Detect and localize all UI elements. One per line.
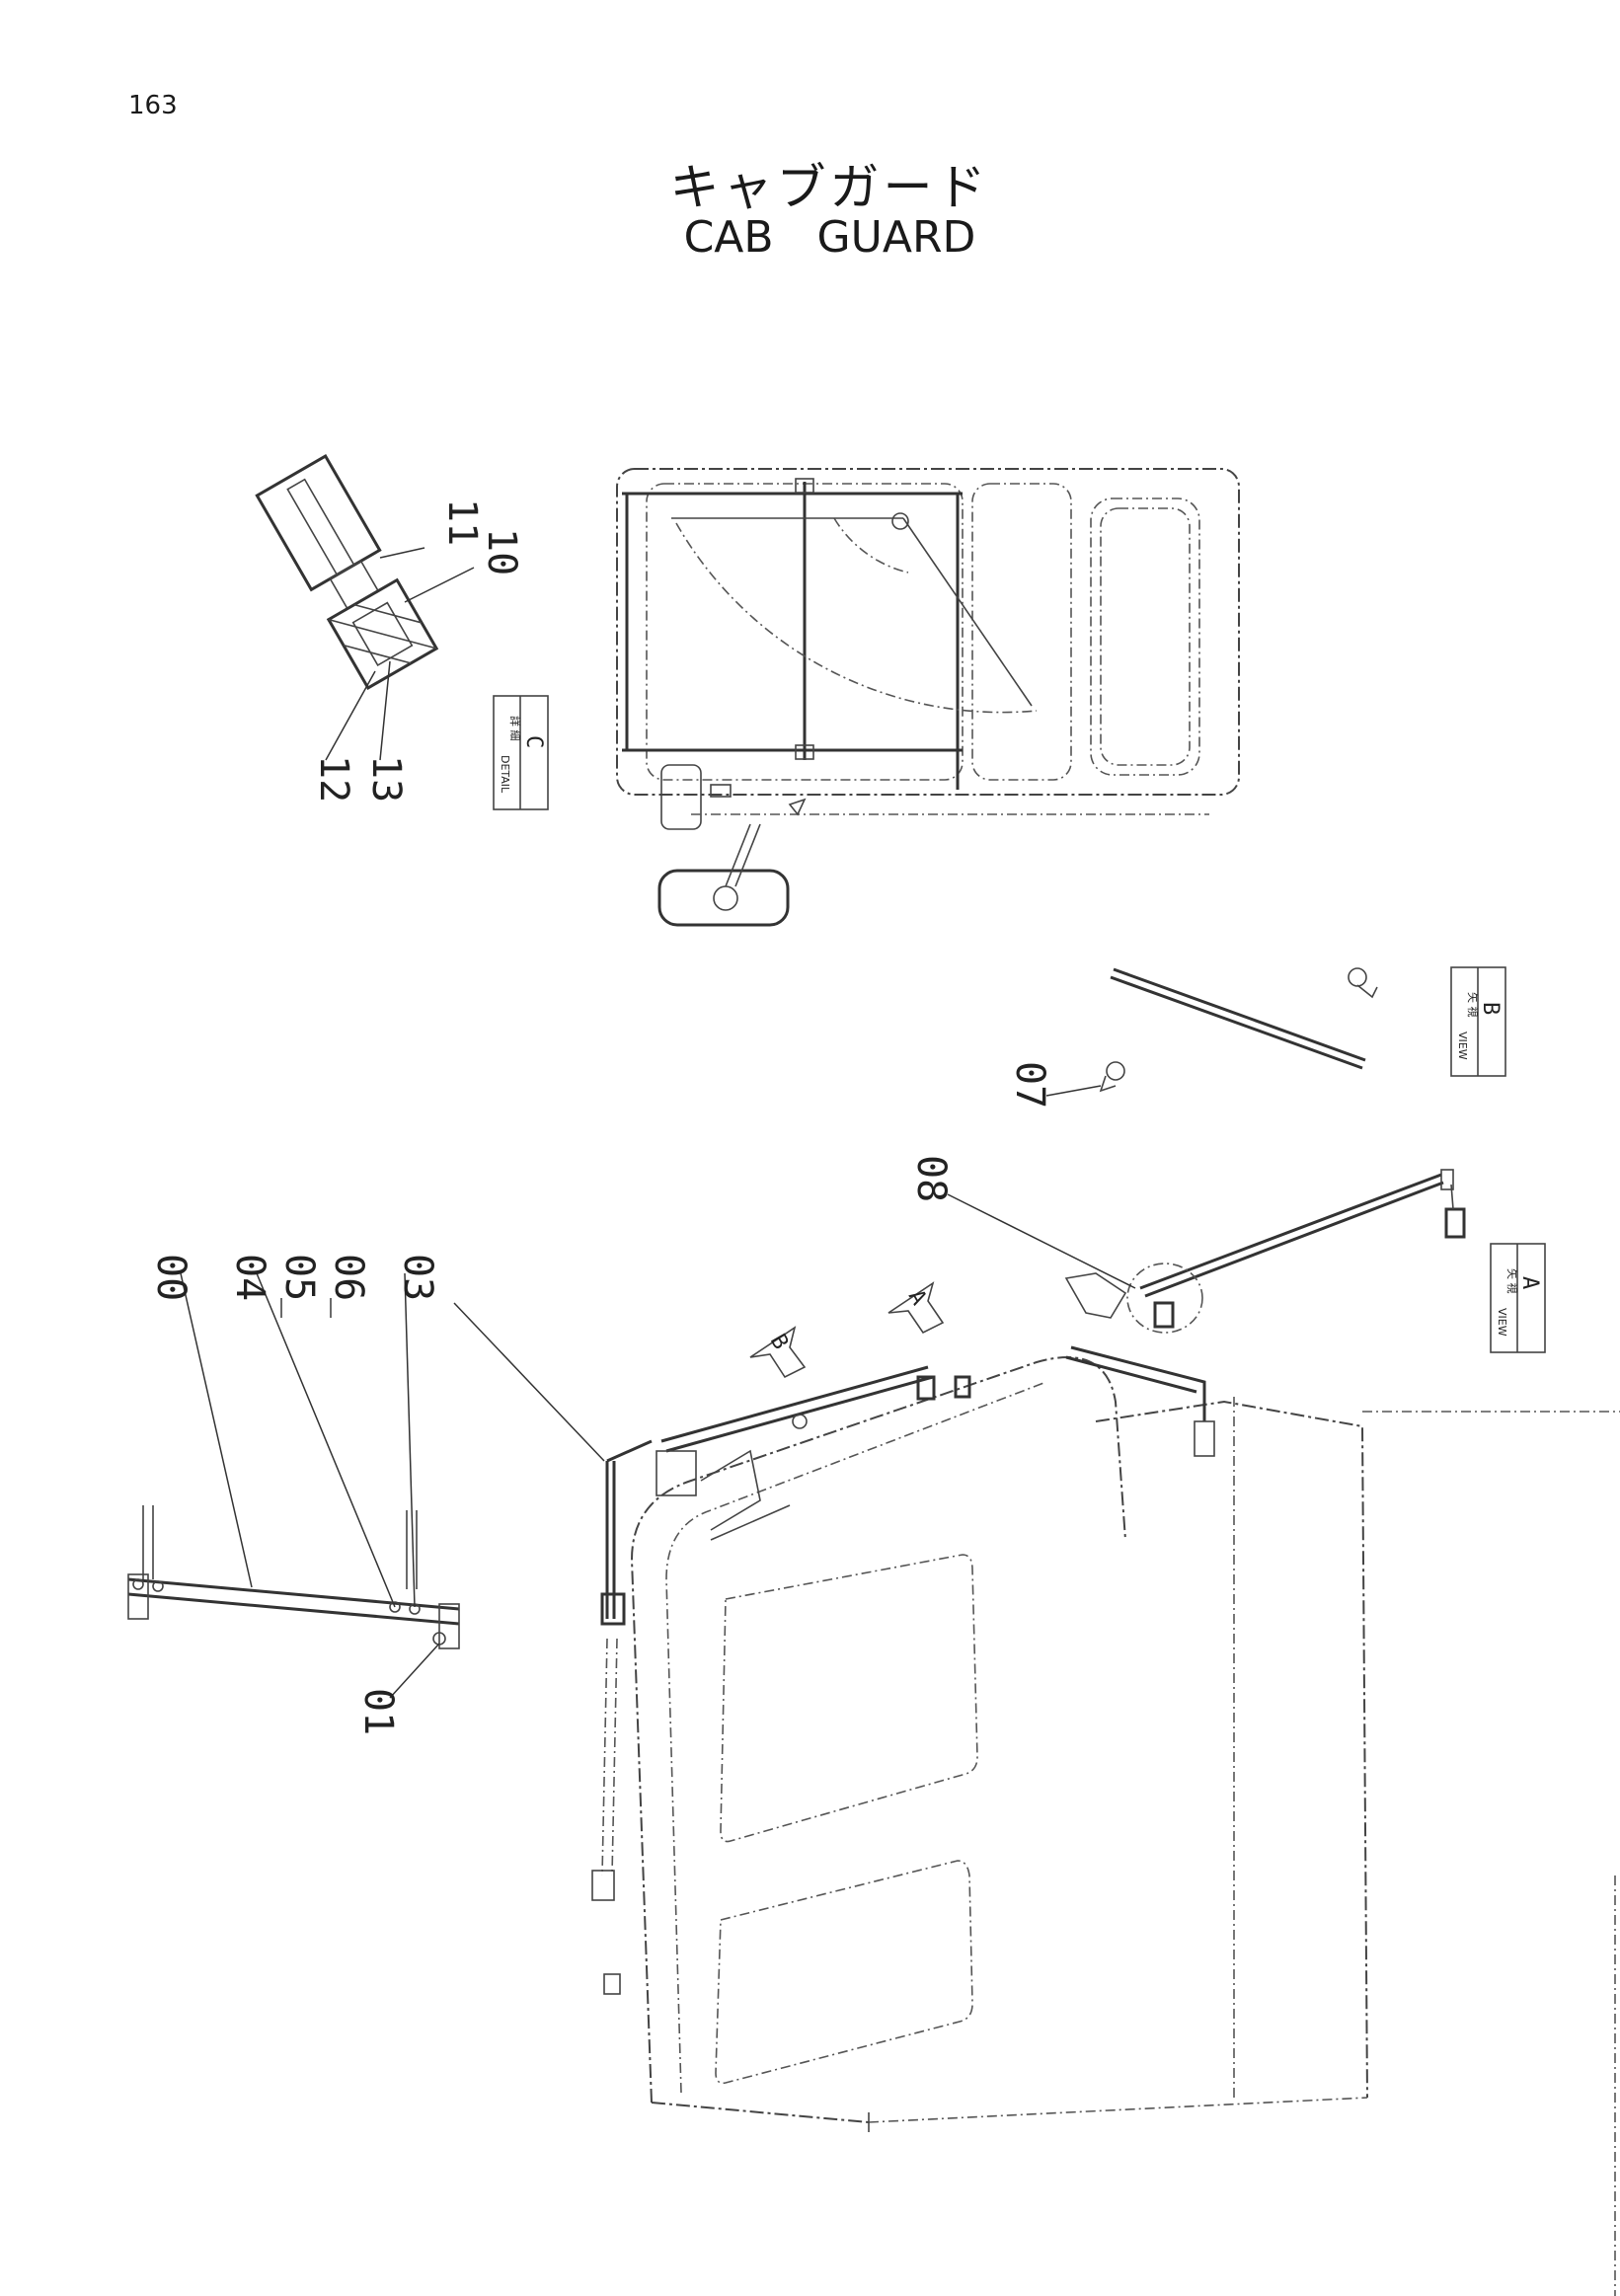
view-arrow-a: A <box>887 1281 945 1335</box>
view-b-letter: B <box>1478 1002 1503 1015</box>
callout-11: 11 <box>439 498 485 546</box>
detail-c-drawing <box>255 454 475 761</box>
view-a-tag: A VIEW 矢 視 <box>1490 1243 1546 1353</box>
callout-07: 07 <box>1007 1061 1052 1109</box>
arrow-b-label: B <box>765 1331 793 1354</box>
view-a-drawing <box>947 1169 1466 1334</box>
view-a-letter: A <box>1517 1276 1542 1289</box>
detail-c-jp: 詳 細 <box>508 716 522 741</box>
callout-10: 10 <box>479 528 524 575</box>
callout-03: 03 <box>395 1254 440 1301</box>
callout-01: 01 <box>355 1688 401 1735</box>
arrow-a-label: A <box>903 1286 931 1310</box>
callout-00: 00 <box>148 1254 193 1301</box>
view-a-jp: 矢 視 <box>1505 1268 1519 1294</box>
callout-13: 13 <box>363 755 409 803</box>
detail-c-letter: C <box>521 735 546 748</box>
callout-06: 06 <box>326 1254 371 1301</box>
callout-04: 04 <box>227 1254 272 1301</box>
cab-top-view <box>616 468 1240 927</box>
callout-05: 05 <box>276 1254 322 1301</box>
view-a-caption: VIEW <box>1496 1308 1508 1337</box>
callout-12: 12 <box>311 755 356 803</box>
title-japanese: キャブガード <box>669 159 990 216</box>
view-arrow-b: B <box>749 1326 807 1379</box>
page-number: 163 <box>128 91 178 120</box>
view-b-caption: VIEW <box>1456 1032 1469 1060</box>
detail-c-tag: C DETAIL 詳 細 <box>493 695 549 810</box>
guard-bar-part <box>127 1505 460 1649</box>
view-b-drawing <box>1045 967 1378 1097</box>
callout-08: 08 <box>908 1155 954 1202</box>
view-b-tag: B VIEW 矢 視 <box>1450 966 1506 1077</box>
view-b-jp: 矢 視 <box>1466 992 1480 1018</box>
title-english: CAB GUARD <box>683 212 976 263</box>
detail-c-caption: DETAIL <box>499 755 511 794</box>
cab-main-view <box>591 1345 1620 2132</box>
